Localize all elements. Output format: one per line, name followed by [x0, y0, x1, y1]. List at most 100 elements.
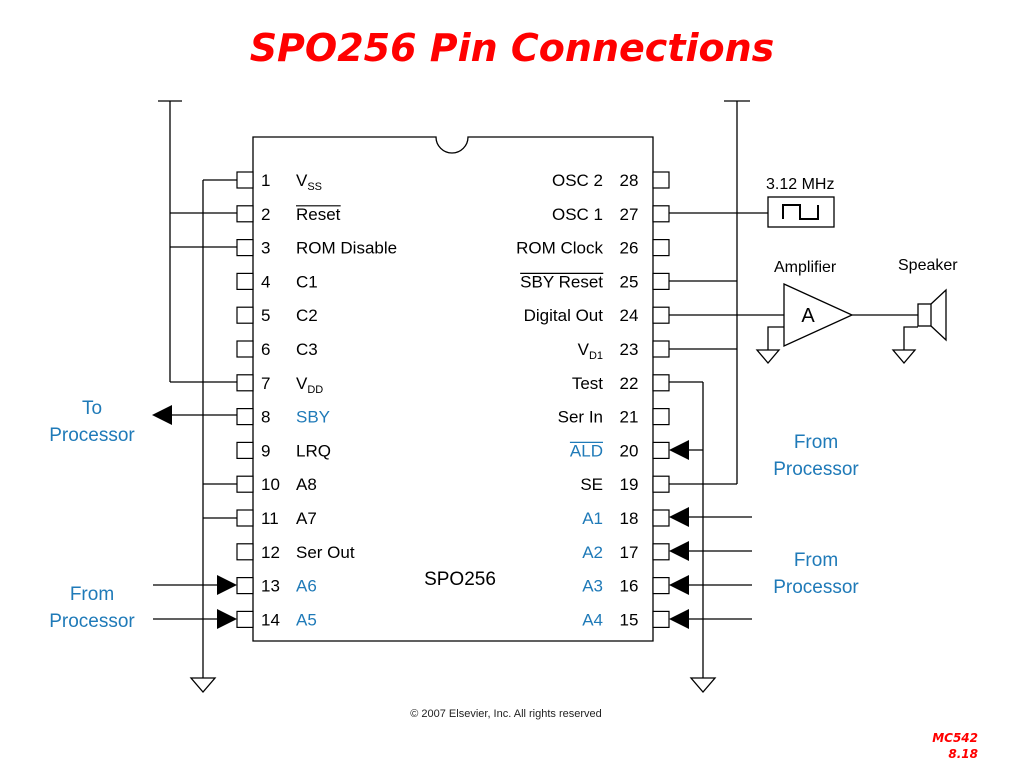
- amplifier-label: Amplifier: [774, 259, 837, 276]
- pin-27-terminal: [652, 205, 670, 223]
- pin-3-number: 3: [261, 239, 270, 258]
- pin-28-label: OSC 2: [552, 171, 603, 190]
- pin-14-terminal: [236, 610, 254, 629]
- pin-2-terminal: [236, 205, 254, 223]
- slide-footer: MC542 8.18: [932, 730, 978, 762]
- pin-11-label: A7: [296, 509, 317, 528]
- pin-27-number: 27: [620, 205, 639, 224]
- pin-5-terminal: [236, 306, 254, 324]
- pin-15-terminal: [652, 610, 670, 629]
- pin-6-terminal: [236, 340, 254, 358]
- pin-19: 19 SE: [580, 475, 670, 494]
- pin-8-terminal: [236, 408, 254, 426]
- pin-1-number: 1: [261, 171, 270, 190]
- speaker-label: Speaker: [898, 257, 958, 274]
- pin-4-number: 4: [261, 272, 270, 291]
- pin-13-label: A6: [296, 577, 317, 596]
- pin-18-terminal: [652, 509, 670, 527]
- pin-18-label: A1: [582, 509, 603, 528]
- pin-16: 16 A3: [582, 576, 670, 596]
- pin-5-label: C2: [296, 306, 318, 325]
- pin-10-terminal: [236, 475, 254, 493]
- pin-19-number: 19: [620, 475, 639, 494]
- pin-7-number: 7: [261, 374, 270, 393]
- pin-12-number: 12: [261, 543, 280, 562]
- pin-23-label: VD1: [578, 340, 603, 362]
- pin-16-label: A3: [582, 577, 603, 596]
- pin-1-label: VSS: [296, 171, 322, 193]
- pin-25-terminal: [652, 272, 670, 290]
- pin-6-number: 6: [261, 340, 270, 359]
- pin-17-terminal: [652, 543, 670, 561]
- pin-20-number: 20: [620, 441, 639, 460]
- from-processor-right-bot-label-line1: From: [794, 550, 838, 571]
- pin-9-terminal: [236, 441, 254, 459]
- pin-3-label: ROM Disable: [296, 239, 397, 258]
- pin-12-terminal: [236, 543, 254, 561]
- pin-28-terminal: [652, 171, 670, 189]
- square-wave-icon: [782, 204, 819, 220]
- to-processor-label-line2: Processor: [49, 425, 135, 446]
- pin-5: 5 C2: [236, 306, 318, 325]
- pin-18-number: 18: [620, 509, 639, 528]
- arrow-pin20: [669, 440, 689, 460]
- pin-23-terminal: [652, 340, 670, 358]
- pin-15-label: A4: [582, 610, 603, 629]
- pin-16-number: 16: [620, 577, 639, 596]
- pin-16-terminal: [652, 576, 670, 595]
- pin-6: 6 C3: [236, 340, 318, 359]
- pin-17-label: A2: [582, 543, 603, 562]
- pin-27-label: OSC 1: [552, 205, 603, 224]
- arrow-pin16: [669, 575, 689, 595]
- pin-4-label: C1: [296, 272, 318, 291]
- pin-21-terminal: [652, 408, 670, 426]
- pin-5-number: 5: [261, 306, 270, 325]
- pin-19-label: SE: [580, 475, 603, 494]
- pin-9-label: LRQ: [296, 441, 331, 460]
- to-processor-arrow: [152, 405, 172, 425]
- pin-10-number: 10: [261, 475, 280, 494]
- pin-17: 17 A2: [582, 543, 670, 562]
- pin-17-number: 17: [620, 543, 639, 562]
- pin-8-number: 8: [261, 408, 270, 427]
- pin-7: 7 VDD: [236, 374, 323, 396]
- amplifier-ground-symbol: [755, 349, 781, 365]
- amplifier-letter: A: [801, 305, 815, 327]
- from-processor-left-label-line2: Processor: [49, 611, 135, 632]
- left-ground-symbol: [189, 677, 217, 693]
- pin-19-terminal: [652, 475, 670, 493]
- right-ground-symbol: [689, 677, 717, 693]
- from-processor-right-top-label-line1: From: [794, 432, 838, 453]
- slide-number: 8.18: [948, 747, 978, 761]
- pin-20-label: ALD: [570, 441, 603, 460]
- pin-4: 4 C1: [236, 272, 318, 291]
- pin-13-number: 13: [261, 577, 280, 596]
- pin-2-label: Reset: [296, 205, 341, 224]
- amplifier-triangle: [783, 282, 854, 348]
- pin-7-label: VDD: [296, 374, 323, 396]
- chip-body: [252, 136, 654, 642]
- pin-21-label: Ser In: [558, 408, 603, 427]
- pin-24-number: 24: [620, 306, 639, 325]
- pin-22-terminal: [652, 374, 670, 392]
- pin-8-label: SBY: [296, 408, 330, 427]
- pin-6-label: C3: [296, 340, 318, 359]
- pin-20-terminal: [652, 441, 670, 459]
- pin-14-label: A5: [296, 610, 317, 629]
- speaker-ground-symbol: [891, 349, 917, 365]
- slide-title: SPO256 Pin Connections: [249, 26, 775, 70]
